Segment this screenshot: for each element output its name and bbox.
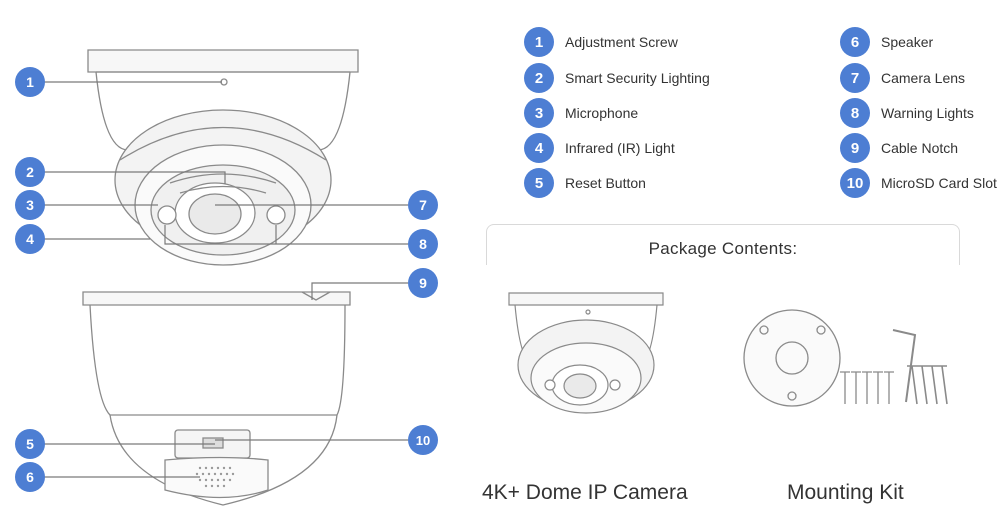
legend-label: Camera Lens bbox=[881, 70, 966, 86]
svg-text:6: 6 bbox=[26, 469, 34, 485]
legend-item-4: 4 Infrared (IR) Light bbox=[524, 132, 675, 164]
legend-label: Adjustment Screw bbox=[565, 34, 678, 50]
legend-label: MicroSD Card Slot bbox=[881, 175, 997, 191]
callout-9: 9 bbox=[408, 268, 438, 298]
callout-8: 8 bbox=[408, 229, 438, 259]
dome-camera-illustration bbox=[508, 292, 664, 414]
legend-item-6: 6 Speaker bbox=[840, 26, 933, 58]
svg-text:2: 2 bbox=[26, 164, 34, 180]
svg-text:5: 5 bbox=[26, 436, 34, 452]
legend-item-7: 7 Camera Lens bbox=[840, 62, 965, 94]
callout-5: 5 bbox=[15, 429, 45, 459]
legend-label: Warning Lights bbox=[881, 105, 974, 121]
svg-text:8: 8 bbox=[419, 236, 427, 252]
legend-label: Infrared (IR) Light bbox=[565, 140, 675, 156]
package-item-camera-caption: 4K+ Dome IP Camera bbox=[482, 481, 688, 504]
legend-label: Reset Button bbox=[565, 175, 646, 191]
legend-item-8: 8 Warning Lights bbox=[840, 97, 974, 129]
legend-item-2: 2 Smart Security Lighting bbox=[524, 62, 710, 94]
callout-4: 4 bbox=[15, 224, 45, 254]
package-contents-title: Package Contents: bbox=[648, 239, 798, 258]
wall-anchors bbox=[840, 371, 894, 404]
package-contents-box: Package Contents: bbox=[486, 224, 960, 265]
speaker-holes bbox=[195, 466, 235, 488]
screws bbox=[907, 365, 948, 405]
svg-text:1: 1 bbox=[26, 74, 34, 90]
legend-label: Smart Security Lighting bbox=[565, 70, 710, 86]
legend-number: 3 bbox=[524, 98, 554, 128]
leader-lines bbox=[44, 81, 408, 478]
legend-item-9: 9 Cable Notch bbox=[840, 132, 958, 164]
legend-number: 1 bbox=[524, 27, 554, 57]
legend-item-1: 1 Adjustment Screw bbox=[524, 26, 678, 58]
legend-number: 9 bbox=[840, 133, 870, 163]
legend-number: 7 bbox=[840, 63, 870, 93]
legend-number: 4 bbox=[524, 133, 554, 163]
legend-number: 6 bbox=[840, 27, 870, 57]
legend-number: 10 bbox=[840, 168, 870, 198]
callout-7: 7 bbox=[408, 190, 438, 220]
callout-1: 1 bbox=[15, 67, 45, 97]
callout-6: 6 bbox=[15, 462, 45, 492]
legend-number: 2 bbox=[524, 63, 554, 93]
legend-number: 5 bbox=[524, 168, 554, 198]
legend-number: 8 bbox=[840, 98, 870, 128]
svg-text:9: 9 bbox=[419, 275, 427, 291]
legend-label: Microphone bbox=[565, 105, 639, 121]
package-item-mounting-kit-caption: Mounting Kit bbox=[787, 481, 904, 504]
legend-label: Cable Notch bbox=[881, 140, 959, 156]
svg-text:4: 4 bbox=[26, 231, 34, 247]
callout-10: 10 bbox=[408, 425, 438, 455]
legend-item-10: 10 MicroSD Card Slot bbox=[840, 167, 997, 199]
svg-text:7: 7 bbox=[419, 197, 427, 213]
callout-2: 2 bbox=[15, 157, 45, 187]
legend-item-3: 3 Microphone bbox=[524, 97, 638, 129]
legend-label: Speaker bbox=[881, 34, 934, 50]
callout-3: 3 bbox=[15, 190, 45, 220]
camera-side-view bbox=[82, 291, 351, 506]
svg-text:3: 3 bbox=[26, 197, 34, 213]
svg-text:10: 10 bbox=[416, 433, 430, 448]
mounting-kit-illustration bbox=[743, 309, 948, 407]
legend-item-5: 5 Reset Button bbox=[524, 167, 646, 199]
